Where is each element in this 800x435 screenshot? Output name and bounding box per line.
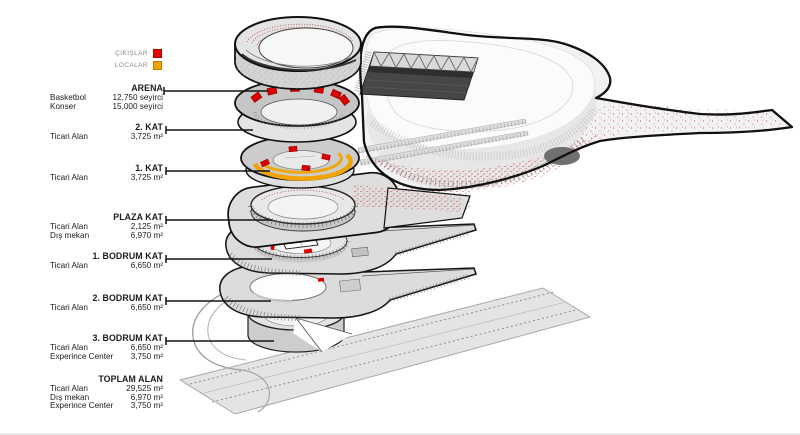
detail-label: Ticari Alan xyxy=(50,343,88,352)
leader-plaza xyxy=(165,216,272,224)
leader-b3 xyxy=(165,337,274,345)
detail-value: 6,650 m² xyxy=(130,343,163,352)
detail-label: Ticari Alan xyxy=(50,384,88,393)
floor-detail-row: Ticari Alan 6,650 m² xyxy=(50,261,163,271)
floor-label-1kat: 1. KAT Ticari Alan 3,725 m² xyxy=(50,163,163,183)
leader-b1 xyxy=(165,255,272,263)
roof-inner-ring xyxy=(383,40,574,132)
total-area-block: TOPLAM ALAN Ticari Alan 29,525 m² Dış me… xyxy=(50,374,163,411)
detail-value: 29,525 m² xyxy=(126,384,163,393)
stadium-site xyxy=(348,25,794,210)
floor-name: 3. BODRUM KAT xyxy=(92,333,163,343)
exits-color-swatch xyxy=(153,49,162,58)
floor-name: ARENA xyxy=(131,83,163,93)
bottom-divider xyxy=(0,433,800,435)
detail-label: Dış mekan xyxy=(50,392,90,402)
detail-label: Ticari Alan xyxy=(50,303,88,312)
stadium-truss-band xyxy=(369,105,600,161)
detail-label: Ticari Alan xyxy=(50,173,88,182)
total-detail-row: Ticari Alan 29,525 m² xyxy=(50,384,163,394)
road xyxy=(178,287,592,415)
detail-value: 3,725 m² xyxy=(130,173,163,182)
detail-label: Basketbol xyxy=(50,93,86,102)
legend-item-cikislar: ÇIKIŞLAR xyxy=(96,49,162,58)
detail-value: 6,650 m² xyxy=(130,261,163,270)
detail-value: 6,970 m² xyxy=(130,392,163,402)
leader-b2 xyxy=(165,297,271,305)
truss-bridge xyxy=(354,51,372,93)
detail-value: 3,750 m² xyxy=(130,401,163,411)
legend: ÇIKIŞLAR LOCALAR xyxy=(96,49,162,70)
leader-2kat xyxy=(165,126,253,134)
detail-label: Konser xyxy=(50,101,76,111)
floor-name: 2. KAT xyxy=(135,122,163,132)
legend-item-localar: LOCALAR xyxy=(96,61,162,70)
floor-plaza xyxy=(227,171,471,248)
detail-label: Dış mekan xyxy=(50,230,90,240)
floor-detail-row: Experince Center 3,750 m² xyxy=(50,351,163,362)
floor-detail-row: Ticari Alan 3,725 m² xyxy=(50,173,163,183)
leader-1kat xyxy=(165,167,270,175)
total-name: TOPLAM ALAN xyxy=(98,374,163,384)
floor-detail-row: Ticari Alan 2,125 m² xyxy=(50,222,163,232)
floor-detail-row: Ticari Alan 6,650 m² xyxy=(50,303,163,313)
floor-name: 1. KAT xyxy=(135,163,163,173)
floor-detail-row: Dış mekan 6,970 m² xyxy=(50,230,163,241)
floor-1-kat xyxy=(240,135,360,189)
floor-label-2kat: 2. KAT Ticari Alan 3,725 m² xyxy=(50,122,163,142)
floor-label-2bodrum: 2. BODRUM KAT Ticari Alan 6,650 m² xyxy=(50,293,163,313)
detail-label: Experince Center xyxy=(50,351,114,361)
detail-value: 3,750 m² xyxy=(130,351,163,361)
floor-detail-row: Ticari Alan 6,650 m² xyxy=(50,343,163,353)
detail-value: 6,650 m² xyxy=(130,303,163,312)
boxes-color-swatch xyxy=(153,61,162,70)
detail-value: 15,000 seyirci xyxy=(112,101,163,111)
floor-name: 2. BODRUM KAT xyxy=(92,293,163,303)
detail-value: 6,970 m² xyxy=(130,230,163,240)
floor-detail-row: Ticari Alan 3,725 m² xyxy=(50,132,163,142)
floor-name: PLAZA KAT xyxy=(113,212,163,222)
detail-value: 12,750 seyirci xyxy=(112,93,163,102)
floor-label-arena: ARENA Basketbol 12,750 seyirci Konser 15… xyxy=(50,83,163,111)
total-detail-row: Experince Center 3,750 m² xyxy=(50,402,163,411)
floor-arena-2kat xyxy=(234,79,360,143)
site-outline xyxy=(359,25,794,192)
detail-label: Ticari Alan xyxy=(50,261,88,270)
roof-opening xyxy=(359,51,479,101)
roof-ring xyxy=(234,16,362,90)
floor-label-3bodrum: 3. BODRUM KAT Ticari Alan 6,650 m² Exper… xyxy=(50,333,163,361)
detail-value: 3,725 m² xyxy=(130,132,163,141)
floor-label-plaza: PLAZA KAT Ticari Alan 2,125 m² Dış mekan… xyxy=(50,212,163,240)
floor-detail-row: Konser 15,000 seyirci xyxy=(50,101,163,112)
detail-label: Ticari Alan xyxy=(50,222,88,231)
slab-strips xyxy=(357,118,529,166)
total-detail-row: Dış mekan 6,970 m² xyxy=(50,392,163,403)
detail-label: Ticari Alan xyxy=(50,132,88,141)
legend-label: LOCALAR xyxy=(114,61,148,69)
floor-detail-row: Basketbol 12,750 seyirci xyxy=(50,93,163,103)
leader-lines xyxy=(163,87,274,345)
plaza-crowd-dense xyxy=(348,132,602,190)
detail-label: Experince Center xyxy=(50,401,114,411)
floor-label-1bodrum: 1. BODRUM KAT Ticari Alan 6,650 m² xyxy=(50,251,163,271)
legend-label: ÇIKIŞLAR xyxy=(115,49,148,57)
floor-name: 1. BODRUM KAT xyxy=(92,251,163,261)
detail-value: 2,125 m² xyxy=(130,222,163,231)
leader-arena xyxy=(163,87,268,95)
